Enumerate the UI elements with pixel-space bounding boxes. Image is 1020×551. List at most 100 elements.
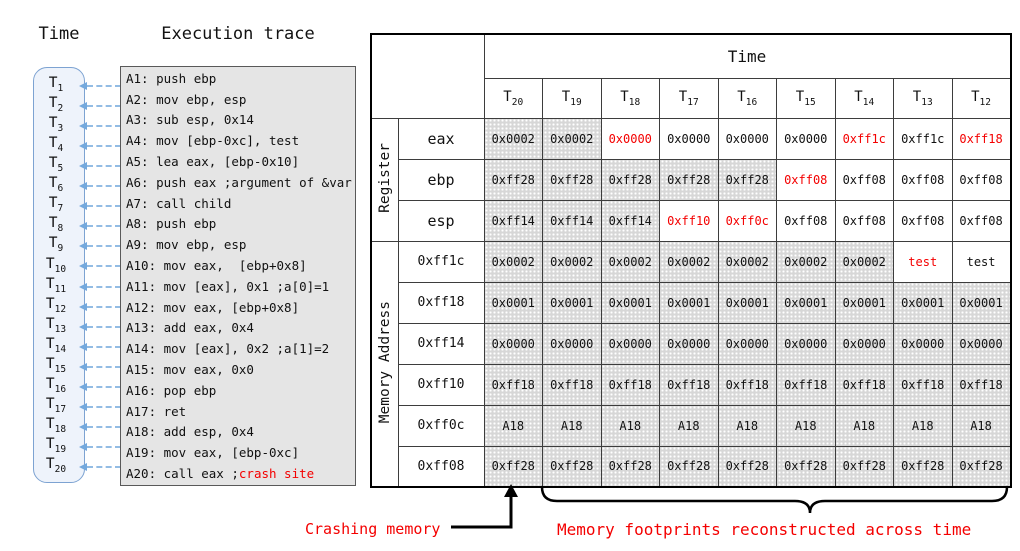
cell-eax-t19: 0x0002 — [542, 117, 602, 160]
cell-0xff18-t13: 0x0001 — [893, 281, 953, 324]
cell-ebp-t18: 0xff28 — [600, 158, 660, 201]
cell-0xff18-t17: 0x0001 — [659, 281, 719, 324]
time-point-t2: T2 — [33, 95, 121, 116]
time-point-t12: T12 — [33, 295, 121, 317]
dashed-arrow-line — [87, 165, 121, 168]
cell-0xff0c-t19: A18 — [542, 404, 602, 447]
row-label-0xff14: 0xff14 — [397, 322, 485, 365]
cell-ebp-t17: 0xff28 — [659, 158, 719, 201]
time-point-t20: T20 — [33, 456, 121, 477]
cell-0xff14-t15: 0x0000 — [776, 322, 836, 365]
dashed-arrow-line — [87, 225, 121, 228]
arrowhead-left-icon — [79, 402, 87, 411]
cell-0xff1c-t14: 0x0002 — [834, 240, 894, 283]
cell-0xff14-t13: 0x0000 — [893, 322, 953, 365]
dashed-arrow-line — [87, 85, 121, 87]
cell-0xff18-t18: 0x0001 — [600, 281, 660, 324]
arrowhead-left-icon — [79, 202, 87, 211]
instruction-text: A16: pop ebp — [126, 382, 217, 398]
cell-0xff18-t19: 0x0001 — [542, 281, 602, 324]
dashed-arrow-line — [87, 105, 121, 108]
dashed-arrow-line — [87, 385, 121, 388]
time-tick-label: T7 — [48, 195, 64, 215]
time-point-t1: T1 — [33, 75, 121, 96]
trace-instruction-a15: A15: mov eax, 0x0 — [126, 359, 355, 380]
cell-0xff10-t19: 0xff18 — [542, 363, 602, 406]
instruction-text: A15: mov eax, 0x0 — [126, 362, 254, 378]
arrowhead-left-icon — [79, 442, 87, 451]
cell-0xff0c-t14: A18 — [834, 404, 894, 447]
time-point-t11: T11 — [33, 276, 121, 297]
instruction-text: A3: sub esp, 0x14 — [126, 112, 254, 128]
cell-0xff10-t14: 0xff18 — [834, 363, 894, 406]
cell-ebp-t15: 0xff08 — [776, 158, 836, 201]
cell-eax-t20: 0x0002 — [483, 117, 543, 160]
time-tick-label: T8 — [48, 215, 64, 235]
cell-0xff08-t12: 0xff28 — [951, 445, 1012, 488]
time-tick-label: T1 — [48, 75, 64, 94]
dashed-arrow-line — [87, 185, 121, 188]
cell-0xff0c-t16: A18 — [717, 404, 777, 447]
dashed-arrow-line — [87, 145, 121, 148]
time-point-t3: T3 — [33, 115, 121, 136]
arrowhead-left-icon — [79, 142, 87, 151]
cell-0xff0c-t17: A18 — [659, 404, 719, 447]
trace-instruction-a7: A7: call child — [126, 193, 355, 214]
cell-0xff18-t16: 0x0001 — [717, 281, 777, 324]
cell-0xff08-t15: 0xff28 — [776, 445, 836, 488]
arrowhead-left-icon — [79, 122, 87, 131]
cell-0xff14-t16: 0x0000 — [717, 322, 777, 365]
cell-0xff08-t13: 0xff28 — [893, 445, 953, 488]
section-label-text: Memory Address — [376, 300, 393, 423]
dashed-arrow-line — [87, 405, 121, 408]
dashed-arrow-line — [87, 465, 121, 468]
cell-esp-t16: 0xff0c — [717, 199, 777, 242]
time-tick-label: T18 — [45, 415, 67, 435]
time-tick-label: T9 — [48, 235, 64, 255]
instruction-text: A5: lea eax, [ebp-0x10] — [126, 154, 300, 170]
time-point-t8: T8 — [33, 215, 121, 236]
time-point-t17: T17 — [33, 396, 121, 417]
dashed-arrow-line — [87, 345, 121, 348]
instruction-text: A14: mov [eax], 0x2 ;a[1]=2 — [126, 341, 330, 357]
cell-esp-t18: 0xff14 — [600, 199, 660, 242]
arrowhead-left-icon — [79, 262, 87, 271]
cell-esp-t13: 0xff08 — [893, 199, 953, 242]
instruction-text: A2: mov ebp, esp — [126, 91, 247, 107]
arrowhead-left-icon — [79, 342, 87, 351]
trace-instruction-a19: A19: mov eax, [ebp-0xc] — [126, 442, 355, 463]
arrowhead-left-icon — [79, 322, 87, 331]
instruction-text: A8: push ebp — [126, 216, 217, 232]
section-label-text: Register — [376, 142, 393, 213]
crashing-memory-arrowhead-icon — [504, 484, 518, 497]
time-point-t6: T6 — [33, 175, 121, 196]
cell-ebp-t13: 0xff08 — [893, 158, 953, 201]
time-point-t7: T7 — [33, 195, 121, 216]
cell-0xff18-t14: 0x0001 — [834, 281, 894, 324]
cell-0xff14-t20: 0x0000 — [483, 322, 543, 365]
instruction-text: A9: mov ebp, esp — [126, 237, 247, 253]
time-band — [33, 67, 85, 483]
cell-0xff1c-t12: test — [951, 240, 1012, 283]
cell-0xff1c-t20: 0x0002 — [483, 240, 543, 283]
dashed-arrow-line — [87, 305, 121, 308]
dashed-arrow-line — [87, 365, 121, 368]
dashed-arrow-line — [87, 205, 121, 208]
instruction-text: A20: call eax ; — [126, 466, 239, 482]
cell-esp-t14: 0xff08 — [834, 199, 894, 242]
cell-0xff18-t12: 0x0001 — [951, 281, 1012, 324]
time-point-t16: T16 — [33, 376, 121, 397]
crash-site-comment: crash site — [238, 466, 315, 482]
cell-eax-t12: 0xff18 — [951, 117, 1012, 160]
arrowhead-left-icon — [79, 242, 87, 251]
trace-instruction-a5: A5: lea eax, [ebp-0x10] — [126, 151, 355, 172]
cell-ebp-t20: 0xff28 — [483, 158, 543, 201]
instruction-text: A13: add eax, 0x4 — [126, 320, 254, 336]
instruction-text: A17: ret — [126, 403, 187, 419]
time-tick-label: T12 — [45, 295, 67, 315]
time-tick-label: T14 — [45, 335, 67, 355]
cell-esp-t20: 0xff14 — [483, 199, 543, 242]
